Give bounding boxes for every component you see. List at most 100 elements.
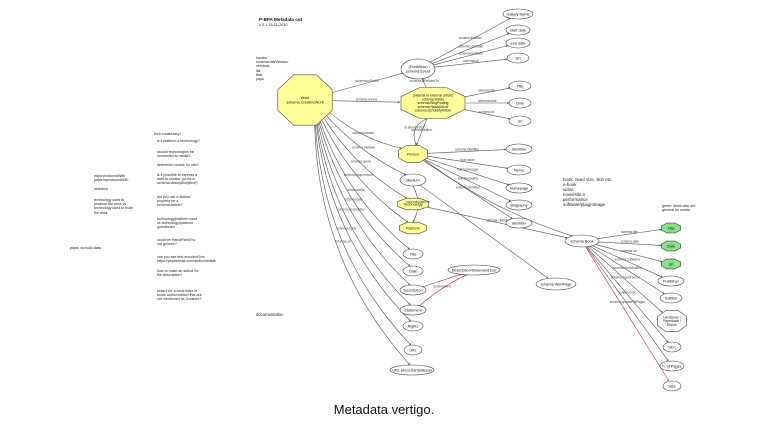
node-label: Technology — [403, 202, 422, 206]
node-label: URL — [409, 348, 417, 352]
edge-label: schema:url — [463, 59, 479, 63]
node-edition: Edition — [659, 292, 683, 304]
question-note: is it possible to express a date-to-crea… — [157, 173, 199, 186]
node-label: Hardcover /Paperback /Ebook — [663, 315, 681, 326]
edge-work-description — [317, 122, 411, 286]
node-book-url: Url — [660, 258, 682, 270]
edge-label: schema:endDate — [459, 51, 483, 55]
book-note: book: need size, skin etc. e-book video … — [563, 177, 613, 207]
edge-label: schema:url — [479, 110, 495, 114]
node-label: Date — [667, 244, 675, 248]
edge-description-description_text — [422, 273, 462, 288]
edge-external-title_top — [463, 87, 511, 98]
edges-layer — [314, 18, 670, 382]
node-label: Publisher — [663, 279, 680, 283]
node-publisher: Publisher — [657, 275, 685, 287]
edge-label: foaf:name — [461, 158, 475, 162]
question-note: can you see text-encoded?/ex https://pep… — [157, 255, 216, 264]
node-label: Description/Statement text — [452, 268, 497, 272]
edge-label: schema:platform — [406, 200, 430, 204]
edge-exhibitions-url_top — [434, 58, 508, 68]
question-note: determine source for urls? — [157, 163, 199, 167]
edge-technology-schemabook — [426, 206, 568, 239]
edge-label: schema:genre — [351, 160, 371, 164]
node-label: Identifier — [512, 221, 527, 225]
question-note: is it platform a technology? — [157, 139, 200, 143]
node-label: Title — [409, 252, 416, 256]
edge-label: schema:identifier — [455, 147, 480, 151]
edge-label: schema:url — [335, 239, 351, 243]
node-webpage: schema:WebPage — [535, 277, 577, 291]
edge-label: schema:isRelatedTo — [410, 79, 439, 83]
question-note: did you use a distinct property for a sc… — [157, 195, 191, 208]
node-label: Name — [514, 168, 524, 172]
node-pages: n. of Pages — [659, 360, 685, 372]
edge-label: schema:description — [337, 207, 365, 211]
edge-work-medium — [326, 116, 407, 176]
edge-person-biography — [424, 159, 512, 202]
node-url-docs: URL (docs,translations) — [389, 364, 435, 376]
green-note: green: items also are general for media — [662, 204, 696, 213]
diagram-version: v 0.1 13-11-2010 — [259, 23, 288, 27]
node-label: Person — [407, 152, 419, 156]
edge-label: schema:bookEdition — [613, 266, 642, 270]
edge-schemabook-publisher — [592, 245, 663, 278]
edge-schemabook-hardcover — [588, 246, 663, 313]
node-label: Gallery Name — [506, 12, 529, 16]
node-label: Statement — [404, 308, 422, 312]
edge-label: schema:date — [621, 240, 639, 244]
edge-label: schema:title — [347, 188, 364, 192]
edge-label: schema:creator — [352, 131, 375, 135]
research-note: research — [94, 187, 108, 191]
node-end-date: end date — [505, 37, 531, 49]
node-person: Person — [398, 145, 428, 163]
edge-work-date — [318, 122, 411, 267]
node-homepage: Homepage — [505, 182, 533, 194]
edge-label: schema:date — [478, 99, 496, 103]
node-label: Url — [516, 56, 521, 60]
node-label: Title — [667, 226, 674, 230]
edge-exhibitions-gallery_name — [430, 18, 511, 63]
node-label: schema:WebPage — [541, 282, 572, 286]
node-medium: Medium — [399, 173, 427, 187]
edge-schemabook-edition — [590, 246, 665, 295]
edge-label: schema:isbn — [619, 291, 637, 295]
produced-with-note: pdpa:producedWith pdpa:reproducedWith — [94, 174, 129, 183]
edge-external-person — [416, 118, 428, 146]
edge-work-person — [329, 112, 402, 149]
question-note: what if for a book there is some author:… — [157, 289, 202, 302]
edge-exhibitions-start_date — [432, 33, 510, 64]
node-label: URL (docs,translations) — [392, 368, 432, 372]
node-biography: Biography — [505, 199, 533, 211]
edge-schemabook-isbn — [586, 246, 669, 343]
node-url-mid: Url — [508, 115, 532, 127]
edge-person-identifier — [427, 148, 507, 154]
node-hardcover: Hardcover /Paperback /Ebook — [657, 309, 687, 333]
edge-schemabook-book_title — [597, 228, 662, 240]
node-url-top: Url — [506, 52, 530, 64]
node-label: Identifier — [512, 147, 527, 151]
node-label: Url — [518, 119, 523, 123]
edge-label: is about a Ppl? — [405, 125, 426, 129]
edge-label: schema:date — [344, 197, 362, 201]
node-label: n. of Pages — [662, 364, 681, 368]
edge-work-url — [315, 124, 412, 346]
node-url: URL — [403, 344, 423, 356]
node-label: Edition — [665, 296, 677, 300]
node-external: (internal or external article)schema:Art… — [400, 87, 466, 119]
node-identifier: Identifier — [505, 143, 533, 155]
node-start-date: start date — [505, 24, 531, 36]
edge-external-exhibitions — [421, 78, 427, 88]
edge-work-rights — [316, 123, 411, 322]
edge-person-schemabook — [424, 159, 573, 237]
node-label: Date — [409, 269, 417, 273]
node-label: (Exhibition)schema:Event — [406, 65, 431, 73]
node-date: Date — [402, 265, 424, 277]
node-label: Medium — [406, 178, 420, 182]
node-size: Size — [662, 380, 682, 392]
node-label: end date — [511, 41, 526, 45]
edge-label: schema:citation — [486, 218, 508, 222]
